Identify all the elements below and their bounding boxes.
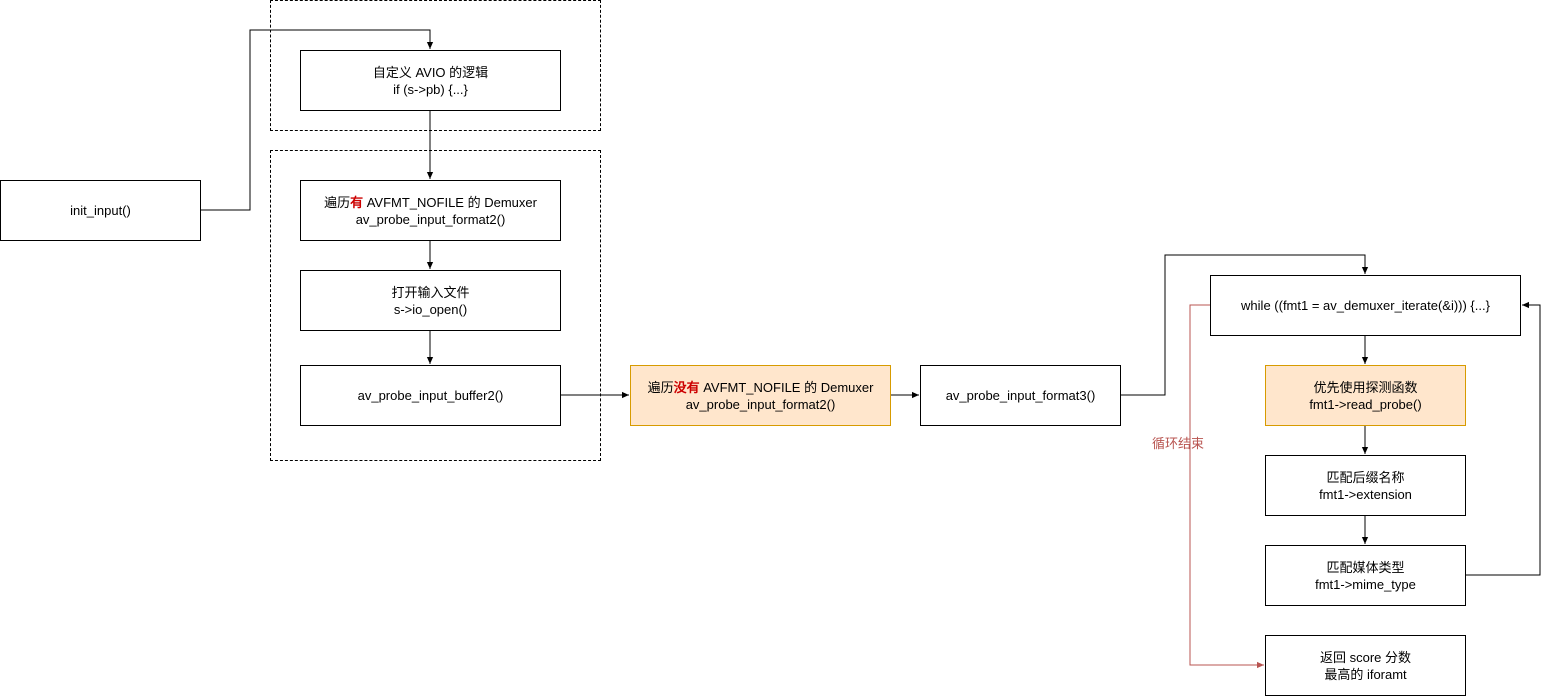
node-code: fmt1->read_probe(): [1309, 396, 1422, 412]
node-mime-type: 匹配媒体类型 fmt1->mime_type: [1265, 545, 1466, 606]
node-open-file: 打开输入文件 s->io_open(): [300, 270, 561, 331]
edge-label-loop-end: 循环结束: [1152, 436, 1205, 451]
node-label: 自定义 AVIO 的逻辑: [372, 64, 489, 80]
emphasis-text: 没有: [673, 379, 700, 395]
node-label: 匹配媒体类型: [1326, 559, 1405, 575]
edge-format3-to-while: [1121, 254, 1369, 396]
node-while-loop: while ((fmt1 = av_demuxer_iterate(&i))) …: [1210, 275, 1521, 336]
node-code: fmt1->mime_type: [1315, 576, 1416, 592]
node-init-input: init_input(): [0, 180, 201, 241]
node-code: if (s->pb) {...}: [393, 81, 468, 97]
node-label: 遍历没有 AVFMT_NOFILE 的 Demuxer: [647, 379, 874, 395]
node-label: 优先使用探测函数: [1313, 379, 1418, 395]
node-label: 匹配后缀名称: [1326, 469, 1405, 485]
node-return-score: 返回 score 分数 最高的 iforamt: [1265, 635, 1466, 696]
node-iterate-nofile: 遍历有 AVFMT_NOFILE 的 Demuxer av_probe_inpu…: [300, 180, 561, 241]
node-code: av_probe_input_format2(): [355, 211, 506, 227]
node-label: av_probe_input_format3(): [945, 388, 1096, 403]
edge-mime-loop-back: [1466, 301, 1541, 576]
node-label: while ((fmt1 = av_demuxer_iterate(&i))) …: [1241, 298, 1490, 313]
node-code: fmt1->extension: [1319, 486, 1412, 502]
group-file-probe: [270, 150, 601, 461]
node-probe-buffer: av_probe_input_buffer2(): [300, 365, 561, 426]
node-label-2: 最高的 iforamt: [1324, 666, 1407, 682]
node-custom-avio: 自定义 AVIO 的逻辑 if (s->pb) {...}: [300, 50, 561, 111]
node-code: s->io_open(): [393, 301, 468, 317]
node-label: init_input(): [70, 203, 131, 218]
emphasis-text: 有: [350, 194, 364, 210]
node-code: av_probe_input_format2(): [685, 396, 836, 412]
node-label: 打开输入文件: [391, 284, 470, 300]
edge-init-to-avio: [201, 29, 434, 211]
node-label: 返回 score 分数: [1319, 649, 1411, 665]
node-label: av_probe_input_buffer2(): [357, 388, 504, 403]
node-extension: 匹配后缀名称 fmt1->extension: [1265, 455, 1466, 516]
group-custom-avio: [270, 0, 601, 131]
node-read-probe: 优先使用探测函数 fmt1->read_probe(): [1265, 365, 1466, 426]
node-label: 遍历有 AVFMT_NOFILE 的 Demuxer: [324, 194, 537, 210]
node-iterate-no-nofile: 遍历没有 AVFMT_NOFILE 的 Demuxer av_probe_inp…: [630, 365, 891, 426]
edge-loop-end: [1189, 304, 1264, 669]
node-probe-format3: av_probe_input_format3(): [920, 365, 1121, 426]
